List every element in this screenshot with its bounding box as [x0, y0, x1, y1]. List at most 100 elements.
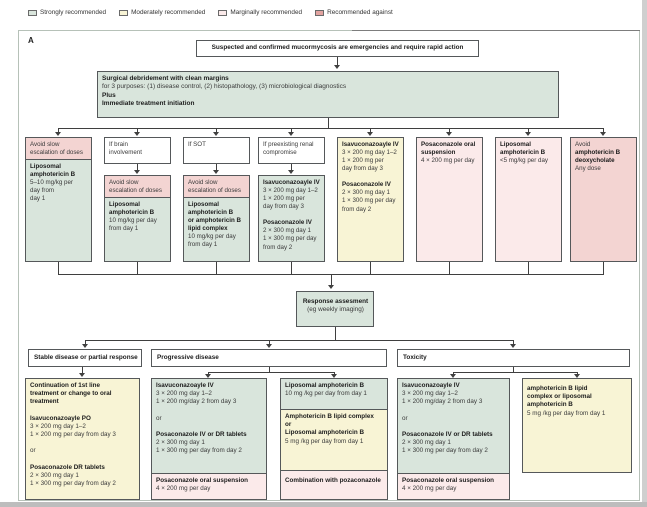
legend: Strongly recommended Moderately recommen…: [28, 9, 393, 16]
legend-item-against: Recommended against: [315, 9, 393, 16]
connector-line: [370, 262, 371, 275]
connector-line: [137, 262, 138, 275]
emergency-box: Suspected and confirmed mucormycosis are…: [196, 40, 479, 57]
arrow-down-icon: [510, 344, 516, 348]
connector-line: [216, 164, 217, 170]
arrow-down-icon: [600, 132, 606, 136]
connector-line: [58, 128, 59, 133]
connector-line: [453, 372, 577, 373]
arrow-down-icon: [367, 132, 373, 136]
legend-item-moderately: Moderately recommended: [119, 9, 205, 16]
connector-line: [137, 164, 138, 170]
outcome-progressive-box: Progressive disease: [151, 349, 387, 367]
page-edge-bottom: [0, 502, 647, 507]
arrow-down-icon: [134, 170, 140, 174]
col3-condition-box: If SOT: [183, 137, 250, 164]
connector-line: [603, 262, 604, 275]
arrow-down-icon: [213, 170, 219, 174]
legend-label: Strongly recommended: [40, 9, 107, 16]
arrow-down-icon: [82, 344, 88, 348]
arrow-down-icon: [134, 132, 140, 136]
legend-item-marginally: Marginally recommended: [218, 9, 302, 16]
recommended-against-swatch-icon: [315, 9, 325, 16]
connector-line: [216, 128, 217, 133]
figure-frame: [18, 30, 640, 501]
arrow-down-icon: [328, 285, 334, 289]
connector-line: [335, 327, 336, 341]
connector-line: [331, 274, 332, 286]
connector-line: [328, 118, 329, 128]
arrow-down-icon: [450, 374, 456, 378]
outcome-toxicity-box: Toxicity: [397, 349, 630, 367]
connector-line: [291, 164, 292, 170]
connector-line: [208, 372, 209, 375]
connector-line: [370, 128, 371, 133]
legend-label: Moderately recommended: [131, 9, 206, 16]
connector-line: [528, 262, 529, 275]
connector-line: [137, 128, 138, 133]
connector-line: [291, 262, 292, 275]
connector-line: [577, 372, 578, 375]
connector-line: [528, 128, 529, 133]
connector-line: [269, 367, 270, 373]
connector-line: [334, 372, 335, 375]
connector-line: [208, 372, 334, 373]
connector-line: [85, 340, 86, 345]
panel-label: A: [28, 36, 34, 45]
legend-label: Marginally recommended: [230, 9, 303, 16]
connector-line: [269, 340, 270, 345]
arrow-down-icon: [79, 373, 85, 377]
combination-pozaconazole: Combination with pozaconazole: [281, 470, 387, 499]
connector-line: [449, 128, 450, 133]
connector-line: [337, 57, 338, 66]
arrow-down-icon: [446, 132, 452, 136]
moderately-recommended-swatch-icon: [119, 9, 129, 16]
legend-item-strongly: Strongly recommended: [28, 9, 106, 16]
frame-top-rule: [352, 30, 640, 31]
outcome-stable-box: Stable disease or partial response: [28, 349, 142, 367]
marginally-recommended-swatch-icon: [218, 9, 228, 16]
connector-line: [85, 340, 513, 341]
arrow-down-icon: [55, 132, 61, 136]
strongly-recommended-swatch-icon: [28, 9, 37, 16]
connector-line: [513, 367, 514, 373]
legend-label: Recommended against: [327, 9, 393, 16]
arrow-down-icon: [288, 170, 294, 174]
connector-line: [603, 128, 604, 133]
connector-line: [58, 128, 604, 129]
connector-line: [453, 372, 454, 375]
arrow-down-icon: [334, 65, 340, 69]
arrow-down-icon: [525, 132, 531, 136]
arrow-down-icon: [574, 374, 580, 378]
